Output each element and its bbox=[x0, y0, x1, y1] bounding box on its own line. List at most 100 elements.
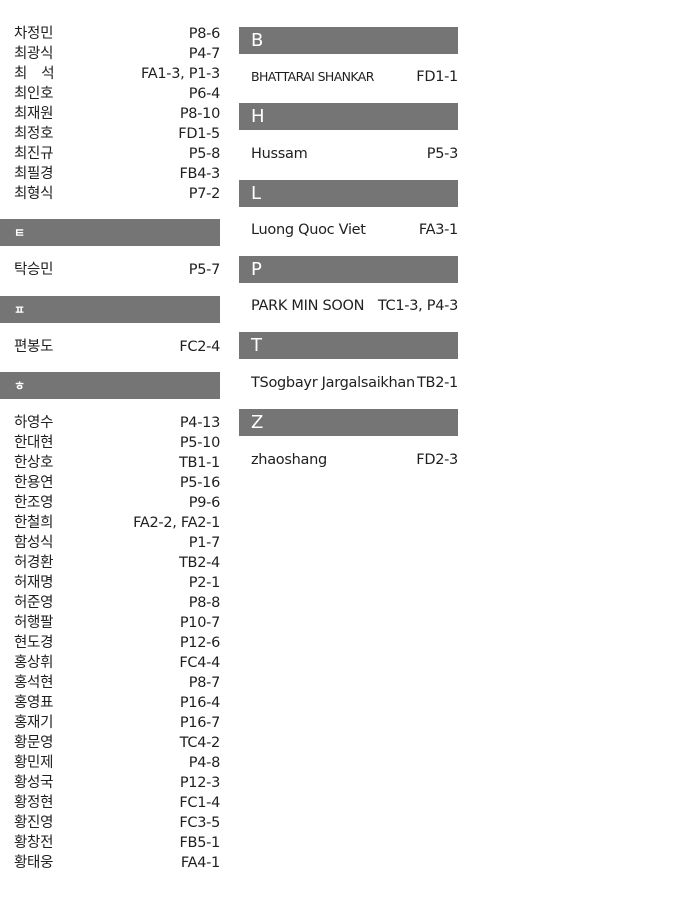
entry-name: 황진영 bbox=[14, 815, 54, 831]
section-letter: ㅍ bbox=[14, 303, 26, 317]
entry-code: P8-6 bbox=[188, 26, 221, 42]
section-letter: L bbox=[251, 183, 262, 204]
list-item: 최진규 P5-8 bbox=[14, 144, 220, 164]
entry-code: FC4-4 bbox=[179, 655, 220, 671]
list-item: 한조영 P9-6 bbox=[14, 493, 220, 513]
entry-code: P5-16 bbox=[179, 475, 220, 491]
list-item: 최재원 P8-10 bbox=[14, 104, 220, 124]
entry-name: 한용연 bbox=[14, 475, 54, 491]
list-item: 황민제 P4-8 bbox=[14, 753, 220, 773]
entry-name: 한철희 bbox=[14, 515, 54, 531]
list-item: 홍상휘 FC4-4 bbox=[14, 653, 220, 673]
entry-code: FA1-3, P1-3 bbox=[141, 66, 220, 82]
entry-code: P4-13 bbox=[179, 415, 220, 431]
list-item: 황태웅 FA4-1 bbox=[14, 853, 220, 873]
entry-code: FC2-4 bbox=[179, 339, 220, 355]
entry-code: P7-2 bbox=[188, 186, 221, 202]
entry-code: FD1-1 bbox=[416, 69, 458, 85]
section-header-b: B bbox=[239, 27, 458, 54]
list-item: 최광식 P4-7 bbox=[14, 44, 220, 64]
entry-name: 허재명 bbox=[14, 575, 54, 591]
entry-code: P8-7 bbox=[188, 675, 221, 691]
entry-name: 허준영 bbox=[14, 595, 54, 611]
entry-name: zhaoshang bbox=[251, 452, 327, 468]
list-item: 허재명 P2-1 bbox=[14, 573, 220, 593]
entry-code: FD2-3 bbox=[416, 452, 458, 468]
list-item: 하영수 P4-13 bbox=[14, 413, 220, 433]
section-header-t: T bbox=[239, 332, 458, 359]
entry-name: 황민제 bbox=[14, 755, 54, 771]
entry-name: 홍석현 bbox=[14, 675, 54, 691]
entry-name: TSogbayr Jargalsaikhan bbox=[251, 375, 415, 391]
entry-code: FC1-4 bbox=[179, 795, 220, 811]
entry-name: 황성국 bbox=[14, 775, 54, 791]
section-letter: ㅎ bbox=[14, 379, 26, 393]
entry-name: 한대현 bbox=[14, 435, 54, 451]
entry-code: TB2-4 bbox=[179, 555, 220, 571]
entry-code: P12-3 bbox=[179, 775, 220, 791]
section-letter: T bbox=[251, 335, 262, 356]
entry-code: P5-8 bbox=[188, 146, 221, 162]
list-item: 홍석현 P8-7 bbox=[14, 673, 220, 693]
section-header-pieup: ㅍ bbox=[0, 296, 220, 323]
list-item: 현도경 P12-6 bbox=[14, 633, 220, 653]
entry-code: P6-4 bbox=[188, 86, 221, 102]
entry-code: P5-7 bbox=[188, 262, 221, 278]
entry-name: 한상호 bbox=[14, 455, 54, 471]
entry-name: 황태웅 bbox=[14, 855, 54, 871]
entry-name: BHATTARAI SHANKAR bbox=[251, 69, 374, 84]
entry-code: FC3-5 bbox=[179, 815, 220, 831]
list-item: 한철희 FA2-2, FA2-1 bbox=[14, 513, 220, 533]
entry-name: 한조영 bbox=[14, 495, 54, 511]
list-item: 최인호 P6-4 bbox=[14, 84, 220, 104]
entry-name: 최재원 bbox=[14, 106, 54, 122]
entry-code: P5-3 bbox=[426, 146, 459, 162]
section-letter: Z bbox=[251, 412, 264, 433]
list-item: 편봉도 FC2-4 bbox=[14, 337, 220, 357]
section-letter: ㅌ bbox=[14, 226, 26, 240]
entry-code: TC4-2 bbox=[179, 735, 221, 751]
entry-name: 최진규 bbox=[14, 146, 54, 162]
entry-name: 현도경 bbox=[14, 635, 54, 651]
section-header-l: L bbox=[239, 180, 458, 207]
entry-name: 하영수 bbox=[14, 415, 54, 431]
entry-name: 최형식 bbox=[14, 186, 54, 202]
list-item: 최정호 FD1-5 bbox=[14, 124, 220, 144]
section-header-hieut: ㅎ bbox=[0, 372, 220, 399]
entry-code: P9-6 bbox=[188, 495, 221, 511]
entry-code: FA2-2, FA2-1 bbox=[133, 515, 220, 531]
entry-name: 황정현 bbox=[14, 795, 54, 811]
section-letter: P bbox=[251, 259, 262, 280]
entry-name: Hussam bbox=[251, 146, 308, 162]
entry-name: 최광식 bbox=[14, 46, 54, 62]
entry-name: 홍영표 bbox=[14, 695, 54, 711]
list-item: Hussam P5-3 bbox=[239, 144, 458, 164]
entry-code: FD1-5 bbox=[178, 126, 220, 142]
entry-name: 허행팔 bbox=[14, 615, 54, 631]
entry-code: P2-1 bbox=[188, 575, 221, 591]
section-letter: H bbox=[251, 106, 265, 127]
entry-name: 최인호 bbox=[14, 86, 54, 102]
entry-code: FA4-1 bbox=[180, 855, 220, 871]
entry-name: 홍상휘 bbox=[14, 655, 54, 671]
entry-code: P12-6 bbox=[179, 635, 220, 651]
entry-code: P4-7 bbox=[188, 46, 221, 62]
entry-name: 최정호 bbox=[14, 126, 54, 142]
list-item: 황정현 FC1-4 bbox=[14, 793, 220, 813]
entry-name: 편봉도 bbox=[14, 339, 54, 355]
entry-code: P1-7 bbox=[188, 535, 221, 551]
entry-code: P8-10 bbox=[179, 106, 220, 122]
list-item: 최형식 P7-2 bbox=[14, 184, 220, 204]
entry-code: P4-8 bbox=[188, 755, 221, 771]
